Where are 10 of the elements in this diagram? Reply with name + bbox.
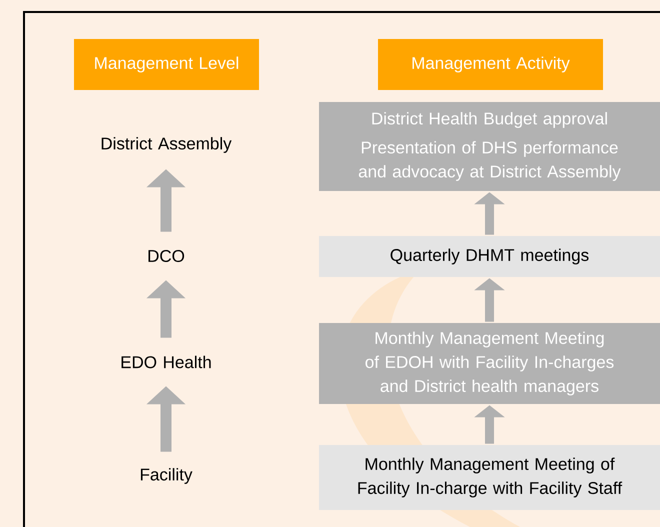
- level-label: EDO Health: [122, 356, 211, 368]
- header-box: Management Activity: [378, 39, 603, 90]
- level-label: DCO: [148, 250, 184, 262]
- activity-box: Monthly Management Meeting of Facility In-charge with Facility Staff: [319, 445, 660, 510]
- activity-box: District Health Budget approval Presentation of DHS performance and advocacy at District Assembly: [319, 102, 660, 191]
- activity-box: Monthly Management Meeting of EDOH with Facility In-charges and District health managers: [319, 323, 660, 404]
- activity-box: Quarterly DHMT meetings: [319, 236, 660, 277]
- level-label: District Assembly: [102, 137, 232, 153]
- header-box: Management Level: [74, 39, 259, 90]
- level-label: Facility: [140, 468, 192, 484]
